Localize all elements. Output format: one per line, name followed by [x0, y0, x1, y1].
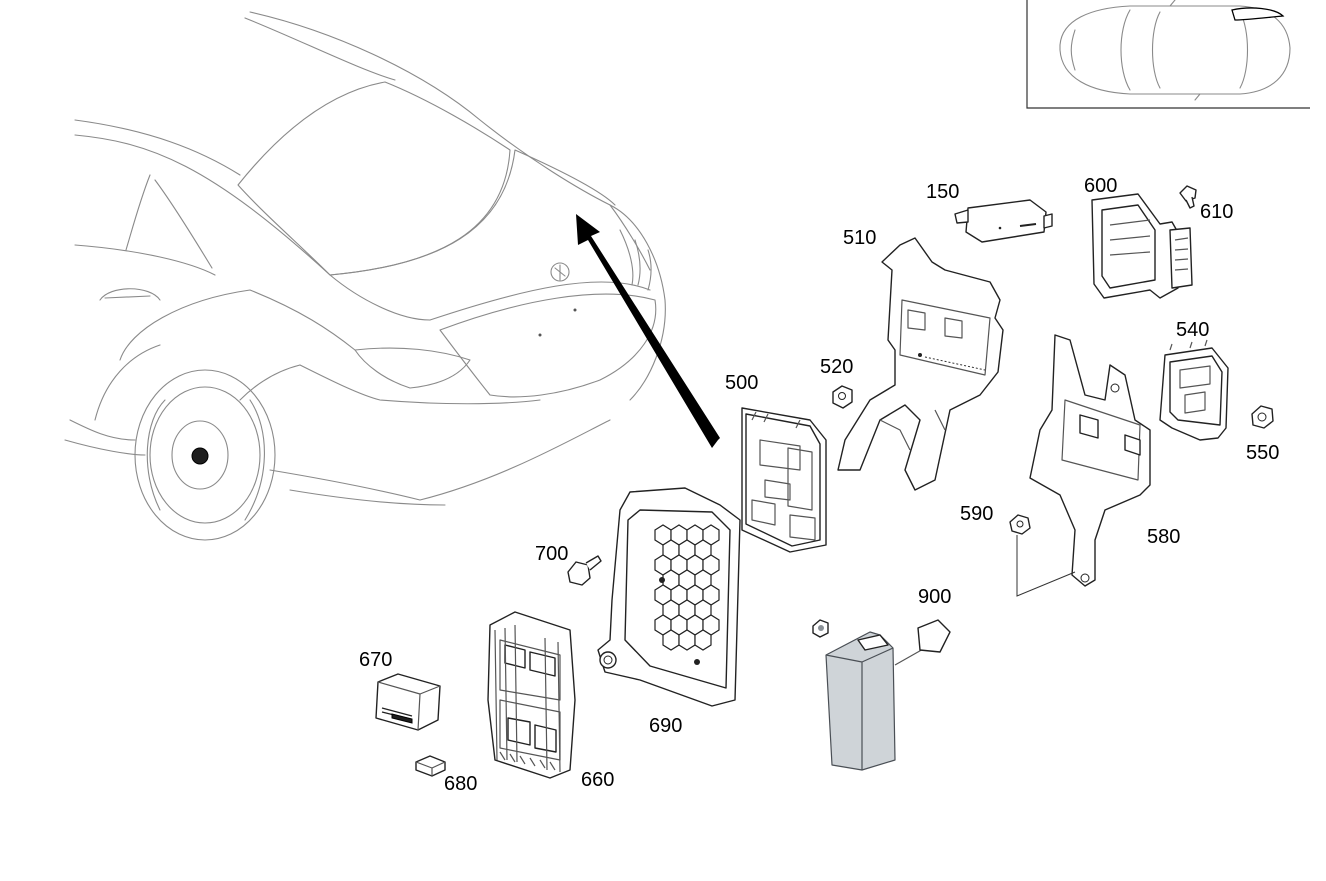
part-900-module — [812, 619, 951, 771]
part-520-nut — [832, 385, 853, 409]
callout-660: 660 — [581, 769, 615, 791]
part-580-bracket — [1029, 334, 1151, 587]
callout-550: 550 — [1246, 442, 1280, 464]
location-arrow — [576, 214, 720, 448]
callout-690: 690 — [649, 715, 683, 737]
callout-680: 680 — [444, 773, 478, 795]
part-610-screw — [1179, 185, 1197, 209]
part-500-control-unit — [741, 407, 827, 553]
part-680-fuse — [415, 755, 446, 777]
part-510-bracket — [837, 237, 1004, 491]
part-600-control-unit — [1091, 193, 1193, 299]
callout-700: 700 — [535, 543, 569, 565]
part-540-module — [1159, 339, 1229, 441]
part-690-housing — [597, 487, 741, 707]
location-inset — [1026, 0, 1310, 109]
part-700-bolt — [567, 555, 602, 586]
callout-150: 150 — [926, 181, 960, 203]
callout-600: 600 — [1084, 175, 1118, 197]
part-660-fuse-box — [487, 611, 576, 779]
part-670-relay — [375, 673, 441, 731]
callout-610: 610 — [1200, 201, 1234, 223]
callout-900: 900 — [918, 586, 952, 608]
callout-500: 500 — [725, 372, 759, 394]
callout-580: 580 — [1147, 526, 1181, 548]
vehicle-rear-illustration — [64, 11, 666, 541]
callout-510: 510 — [843, 227, 877, 249]
honeycomb-grid — [654, 524, 720, 651]
part-150-module — [954, 199, 1053, 243]
callout-670: 670 — [359, 649, 393, 671]
callout-590: 590 — [960, 503, 994, 525]
part-550-nut — [1251, 405, 1274, 429]
part-590-nut — [1009, 514, 1076, 597]
callout-520: 520 — [820, 356, 854, 378]
callout-540: 540 — [1176, 319, 1210, 341]
